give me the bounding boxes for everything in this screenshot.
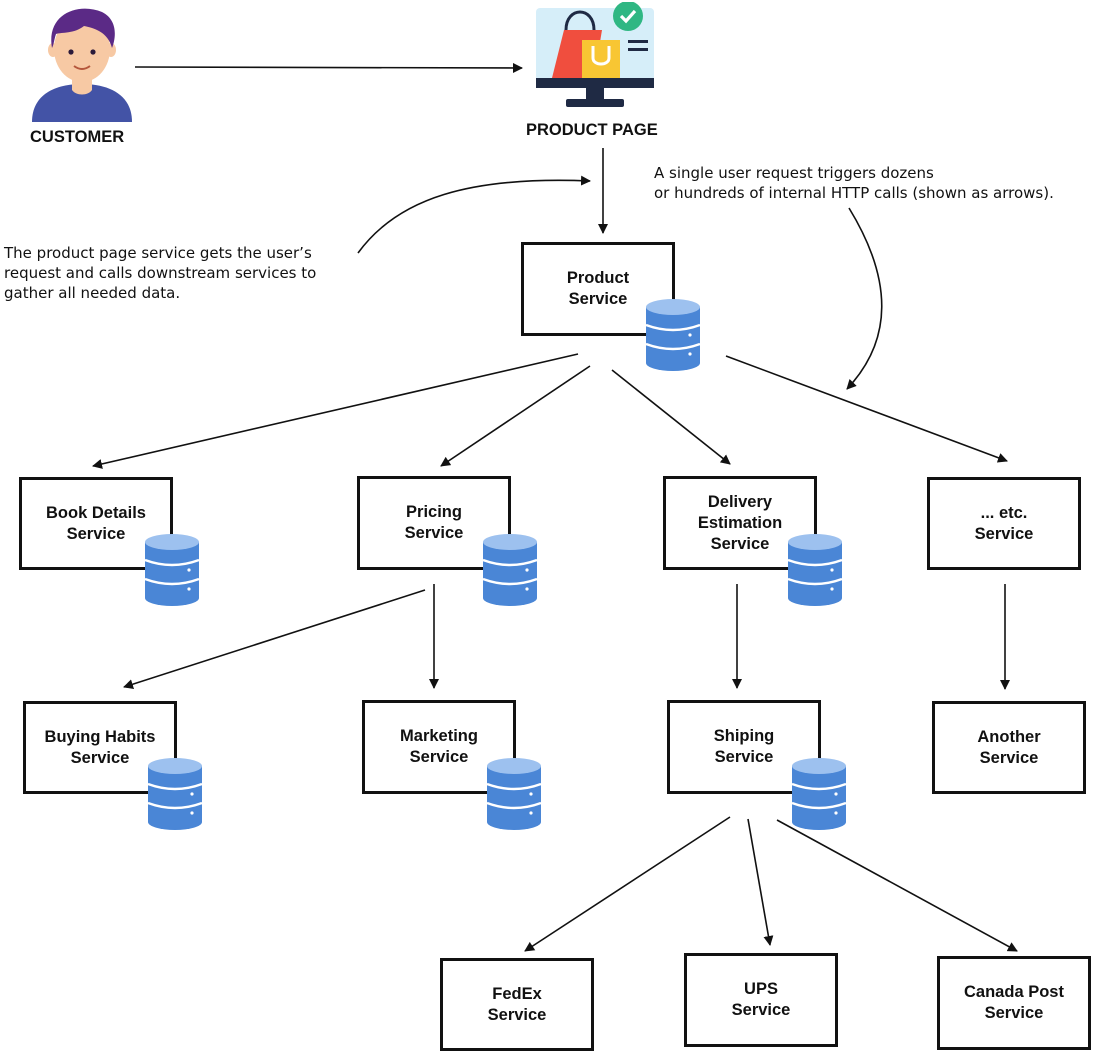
database-icon [147, 758, 203, 830]
arrow-pricing-to-buying-habits [123, 589, 426, 689]
database-icon [791, 758, 847, 830]
product-service-label: Product Service [566, 269, 630, 308]
book-details-service-box: Book Details Service [19, 477, 173, 570]
person-icon [32, 8, 132, 122]
ups-service-label: UPS Service [731, 980, 791, 1019]
arrow-shiping-to-fedex [524, 816, 731, 952]
customer-label: CUSTOMER [30, 128, 125, 146]
arrow-shiping-to-canada-post [776, 819, 1018, 952]
another-service-box: Another Service [932, 701, 1086, 794]
arrow-product-to-book-details [92, 353, 579, 469]
arrow-shiping-to-ups [747, 818, 774, 946]
database-icon [787, 534, 843, 606]
product-page-label: PRODUCT PAGE [526, 121, 658, 139]
shopping-monitor-icon [536, 2, 654, 107]
canada-post-service-label: Canada Post Service [964, 983, 1064, 1022]
note-product-page-service: The product page service gets the user’s… [4, 244, 317, 302]
shiping-service-label: Shiping Service [713, 727, 775, 766]
annotation-pointer-left [357, 175, 591, 254]
arrow-product-to-etc [725, 355, 1008, 463]
canada-post-service-box: Canada Post Service [937, 956, 1091, 1050]
database-icon [645, 299, 701, 371]
etc-service-label: ... etc. Service [974, 503, 1034, 543]
delivery-estimation-service-label: Delivery Estimation Service [697, 492, 783, 553]
database-icon [144, 534, 200, 606]
ups-service-box: UPS Service [684, 953, 838, 1047]
database-icon [486, 758, 542, 830]
fedex-service-label: FedEx Service [487, 984, 547, 1024]
etc-service-box: ... etc. Service [927, 477, 1081, 570]
database-icon [482, 534, 538, 606]
arrow-customer-to-product-page [134, 62, 523, 73]
note-internal-http-calls: A single user request triggers dozens or… [654, 164, 1054, 202]
fedex-service-box: FedEx Service [440, 958, 594, 1051]
marketing-service-label: Marketing Service [400, 727, 478, 766]
buying-habits-service-label: Buying Habits Service [44, 727, 156, 767]
pricing-service-label: Pricing Service [404, 503, 464, 542]
annotation-pointer-right [846, 207, 883, 390]
another-service-label: Another Service [977, 727, 1041, 767]
book-details-service-label: Book Details Service [46, 503, 146, 543]
arrow-product-to-delivery [611, 369, 731, 465]
arrow-product-to-pricing [440, 365, 591, 467]
